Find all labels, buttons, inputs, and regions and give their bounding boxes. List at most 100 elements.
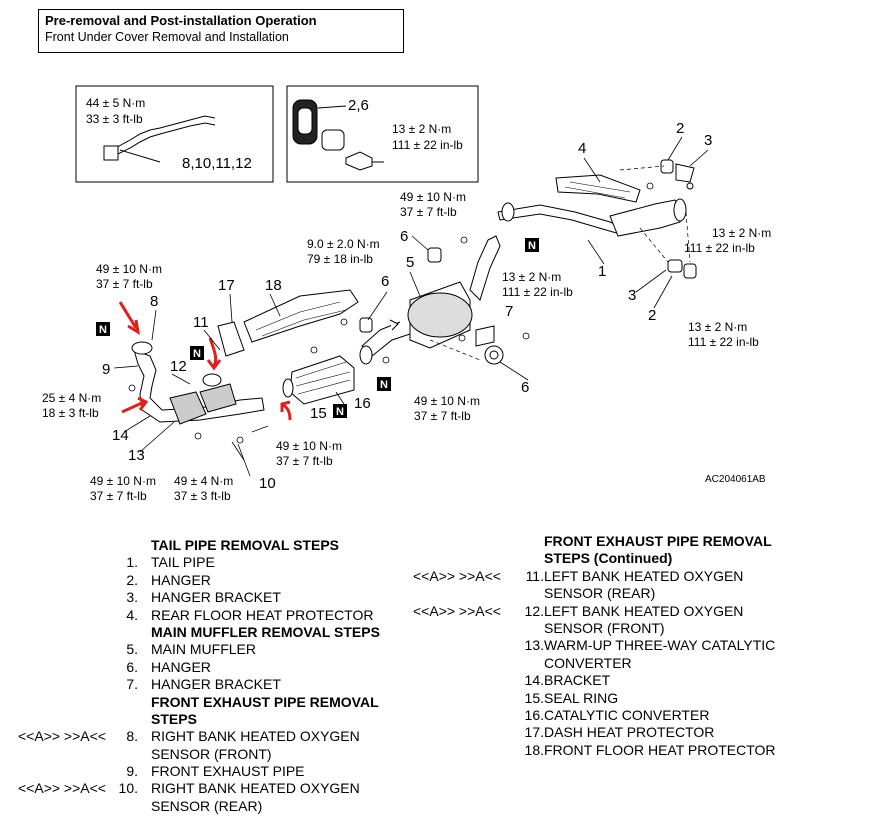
header-title: Pre-removal and Post-installation Operat…: [45, 13, 317, 28]
hanger-bracket-mid: [359, 247, 504, 365]
callout-17: 17: [218, 277, 235, 294]
inset-right-torque-nm: 13 ± 2 N·m: [392, 122, 451, 136]
step-heading: FRONT EXHAUST PIPE REMOVAL: [151, 693, 379, 710]
step-heading: TAIL PIPE REMOVAL STEPS: [151, 537, 339, 553]
step-row: 4.REAR FLOOR HEAT PROTECTOR: [0, 607, 420, 624]
step-heading: FRONT EXHAUST PIPE REMOVAL: [544, 533, 772, 549]
inset-left-parts: 8,10,11,12: [182, 155, 252, 172]
step-row: FRONT EXHAUST PIPE REMOVAL: [410, 533, 869, 550]
step-row: SENSOR (REAR): [410, 585, 869, 602]
torque-9-nm: 49 ± 10 N·m: [276, 439, 342, 453]
callout-8: 8: [150, 293, 158, 310]
n-badge: N: [377, 377, 391, 391]
step-row: 16.CATALYTIC CONVERTER: [410, 707, 869, 724]
torque-11-nm: 49 ± 4 N·m: [174, 474, 233, 488]
torque-2-nm: 9.0 ± 2.0 N·m: [307, 237, 380, 251]
step-text: SENSOR (FRONT): [544, 619, 665, 636]
callout-12: 12: [170, 358, 187, 375]
inset-left-torque-nm: 44 ± 5 N·m: [86, 96, 145, 110]
callout-4: 4: [578, 140, 586, 157]
torque-5-imp: 111 ± 22 in-lb: [688, 335, 759, 349]
svg-text:N: N: [193, 348, 201, 360]
callout-16: 16: [354, 395, 371, 412]
torque-5-nm: 13 ± 2 N·m: [688, 320, 747, 334]
step-row: 17.DASH HEAT PROTECTOR: [410, 724, 869, 741]
torque-10-imp: 37 ± 7 ft-lb: [90, 489, 147, 503]
guide-lines: [429, 165, 691, 361]
svg-text:N: N: [380, 379, 388, 391]
step-text: RIGHT BANK HEATED OXYGEN: [151, 780, 360, 797]
n-badge: N: [333, 404, 347, 418]
torque-6-nm: 49 ± 10 N·m: [414, 394, 480, 408]
header-subtitle: Front Under Cover Removal and Installati…: [45, 30, 289, 44]
step-text: CATALYTIC CONVERTER: [544, 706, 710, 723]
svg-text:N: N: [336, 406, 344, 418]
step-text: BRACKET: [544, 672, 611, 689]
front-floor-heat-protector: [243, 289, 359, 343]
n-badge: N: [190, 346, 204, 360]
step-row: 6.HANGER: [0, 659, 420, 676]
oxygen-sensor-icon: [103, 115, 216, 163]
step-heading: MAIN MUFFLER REMOVAL STEPS: [151, 623, 380, 640]
callout-7: 7: [505, 303, 513, 320]
main-muffler: [361, 235, 501, 357]
step-text: HANGER BRACKET: [151, 676, 281, 693]
callout-6b: 6: [381, 273, 389, 290]
step-row: 1. TAIL PIPE: [0, 554, 420, 571]
callout-6: 6: [400, 228, 408, 245]
step-text: MAIN MUFFLER: [151, 641, 256, 658]
torque-1-imp: 37 ± 7 ft-lb: [400, 205, 457, 219]
step-number: 16.: [524, 706, 544, 723]
red-arrows: [118, 301, 292, 421]
step-row: STEPS: [0, 711, 420, 728]
step-row: 18.FRONT FLOOR HEAT PROTECTOR: [410, 742, 869, 759]
step-text: CONVERTER: [544, 654, 632, 671]
step-text: TAIL PIPE: [151, 554, 215, 571]
step-number: 12.: [524, 602, 544, 619]
rear-floor-heat-protector: [555, 174, 641, 203]
callout-2b: 2: [648, 307, 656, 324]
torque-1-nm: 49 ± 10 N·m: [400, 190, 466, 204]
callout-9: 9: [102, 361, 110, 378]
inset-right-torque-inlb: 111 ± 22 in-lb: [392, 138, 463, 152]
torque-4-imp: 111 ± 22 in-lb: [684, 241, 755, 255]
step-row: CONVERTER: [410, 655, 869, 672]
step-text: FRONT EXHAUST PIPE: [151, 763, 305, 780]
step-ref: <<A>> >>A<<: [413, 602, 501, 619]
step-text: SENSOR (REAR): [151, 797, 263, 814]
torque-7-nm: 49 ± 10 N·m: [96, 262, 162, 276]
torque-10-nm: 49 ± 10 N·m: [90, 474, 156, 488]
callout-18: 18: [265, 277, 282, 294]
callout-14: 14: [112, 427, 129, 444]
step-text: REAR FLOOR HEAT PROTECTOR: [151, 606, 374, 623]
exhaust-diagram: 44 ± 5 N·m 33 ± 3 ft-lb 8,10,11,12 2,6 1…: [42, 85, 771, 503]
step-row: <<A>> >>A<<10.RIGHT BANK HEATED OXYGEN: [0, 780, 420, 797]
hanger-bracket-rear: [660, 159, 697, 279]
catalytic-converter: [282, 345, 373, 405]
step-text: RIGHT BANK HEATED OXYGEN: [151, 728, 360, 745]
torque-4-nm: 13 ± 2 N·m: [712, 226, 771, 240]
step-number: 9.: [126, 763, 138, 780]
torque-7-imp: 37 ± 7 ft-lb: [96, 277, 153, 291]
inset-left-box: [75, 85, 274, 183]
step-row: <<A>> >>A<<8.RIGHT BANK HEATED OXYGEN: [0, 728, 420, 745]
step-number: 14.: [524, 672, 544, 689]
callout-15: 15: [310, 405, 327, 422]
torque-9-imp: 37 ± 7 ft-lb: [276, 454, 333, 468]
step-number: 1.: [126, 554, 138, 571]
torque-3-imp: 111 ± 22 in-lb: [502, 285, 573, 299]
step-ref: <<A>> >>A<<: [18, 728, 106, 745]
inset-right-parts: 2,6: [348, 97, 369, 114]
step-text: WARM-UP THREE-WAY CATALYTIC: [544, 637, 776, 654]
step-text: DASH HEAT PROTECTOR: [544, 724, 715, 741]
step-number: 6.: [126, 658, 138, 675]
step-number: 3.: [126, 589, 138, 606]
step-row: <<A>> >>A<<11.LEFT BANK HEATED OXYGEN: [410, 568, 869, 585]
step-heading: STEPS: [151, 710, 197, 727]
step-row: 9. FRONT EXHAUST PIPE: [0, 763, 420, 780]
step-number: 17.: [524, 724, 544, 741]
step-number: 5.: [126, 641, 138, 658]
torque-8-imp: 18 ± 3 ft-lb: [42, 406, 99, 420]
bolts: [128, 182, 654, 461]
